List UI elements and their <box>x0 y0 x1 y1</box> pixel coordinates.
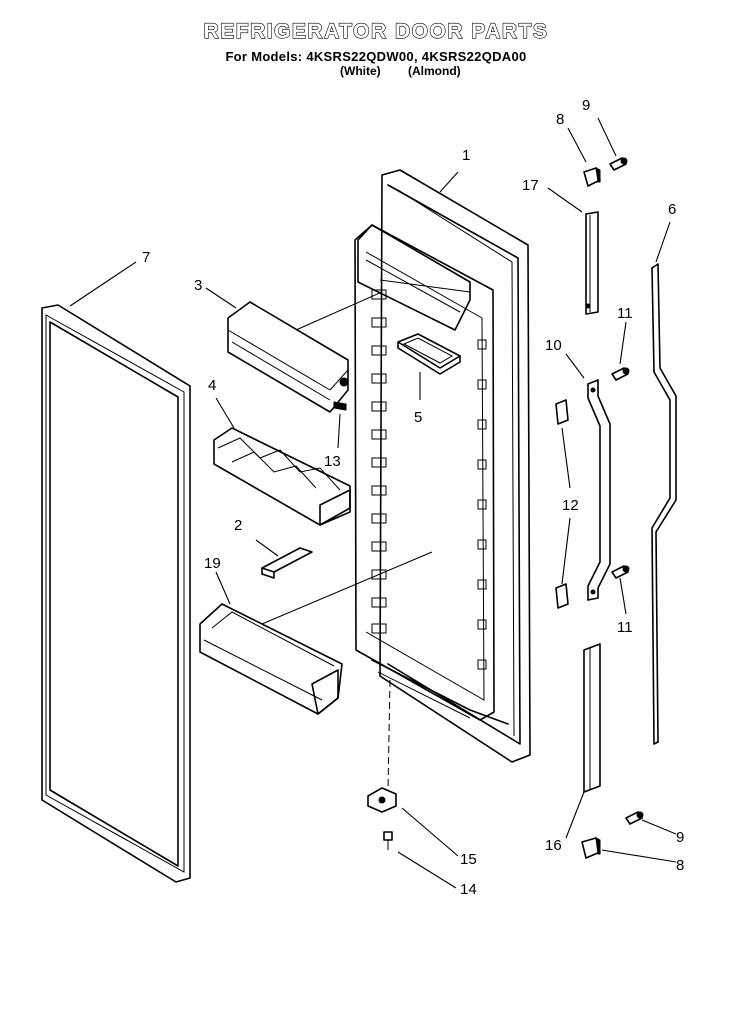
part-3-dairy-cover <box>227 291 383 413</box>
callout-labels: 1 2 3 4 5 6 7 8 9 10 11 11 12 13 14 15 1… <box>142 97 684 898</box>
part-9-bottom-screw <box>625 811 644 825</box>
part-5-utility-tray <box>397 333 461 375</box>
part-12-handle-clips <box>555 399 569 609</box>
callout-9-bottom: 9 <box>676 829 684 846</box>
part-7-door-gasket <box>41 304 191 883</box>
callout-13: 13 <box>324 453 341 470</box>
models-line: For Models: 4KSRS22QDW00, 4KSRS22QDA00 <box>0 49 752 64</box>
callout-14: 14 <box>460 881 477 898</box>
part-2-bracket <box>261 547 313 579</box>
model-numbers: 4KSRS22QDW00, 4KSRS22QDA00 <box>306 49 527 64</box>
part-11-handle-screws <box>611 367 630 579</box>
part-13-clip <box>333 401 347 411</box>
part-8-top-cap <box>583 167 601 187</box>
part-8-bottom-cap <box>581 837 601 859</box>
color-white-label: (White) <box>340 64 381 78</box>
part-1-door-liner <box>354 169 531 763</box>
callout-15: 15 <box>460 851 477 868</box>
callout-16: 16 <box>545 837 562 854</box>
part-4-can-rack <box>213 427 351 526</box>
callout-8-top: 8 <box>556 111 564 128</box>
callout-4: 4 <box>208 377 216 394</box>
color-almond-label: (Almond) <box>408 64 461 78</box>
callout-3: 3 <box>194 277 202 294</box>
callout-11-top: 11 <box>617 305 633 322</box>
part-9-top-screw <box>609 157 628 171</box>
callout-11-bottom: 11 <box>617 619 633 636</box>
callout-5: 5 <box>414 409 422 426</box>
callout-19: 19 <box>204 555 221 572</box>
part-10-handle <box>587 379 611 601</box>
part-17-trim-strip <box>585 211 599 315</box>
shelf-rail-clips <box>371 289 487 670</box>
callout-8-bottom: 8 <box>676 857 684 874</box>
callout-6: 6 <box>668 201 676 218</box>
callout-2: 2 <box>234 517 242 534</box>
callout-1: 1 <box>462 147 470 164</box>
leader-lines <box>69 117 677 889</box>
callout-7: 7 <box>142 249 150 266</box>
page-title: REFRIGERATOR DOOR PARTS <box>203 19 549 43</box>
part-15-hinge-block <box>367 679 397 813</box>
callout-12: 12 <box>562 497 579 514</box>
part-19-door-bin <box>199 551 433 715</box>
callout-10: 10 <box>545 337 562 354</box>
part-16-trim-strip <box>583 643 601 793</box>
callout-9-top: 9 <box>582 97 590 114</box>
part-14-screw <box>383 831 393 850</box>
part-6-long-trim <box>651 263 677 745</box>
models-prefix: For Models: <box>225 49 303 64</box>
callout-17: 17 <box>522 177 539 194</box>
